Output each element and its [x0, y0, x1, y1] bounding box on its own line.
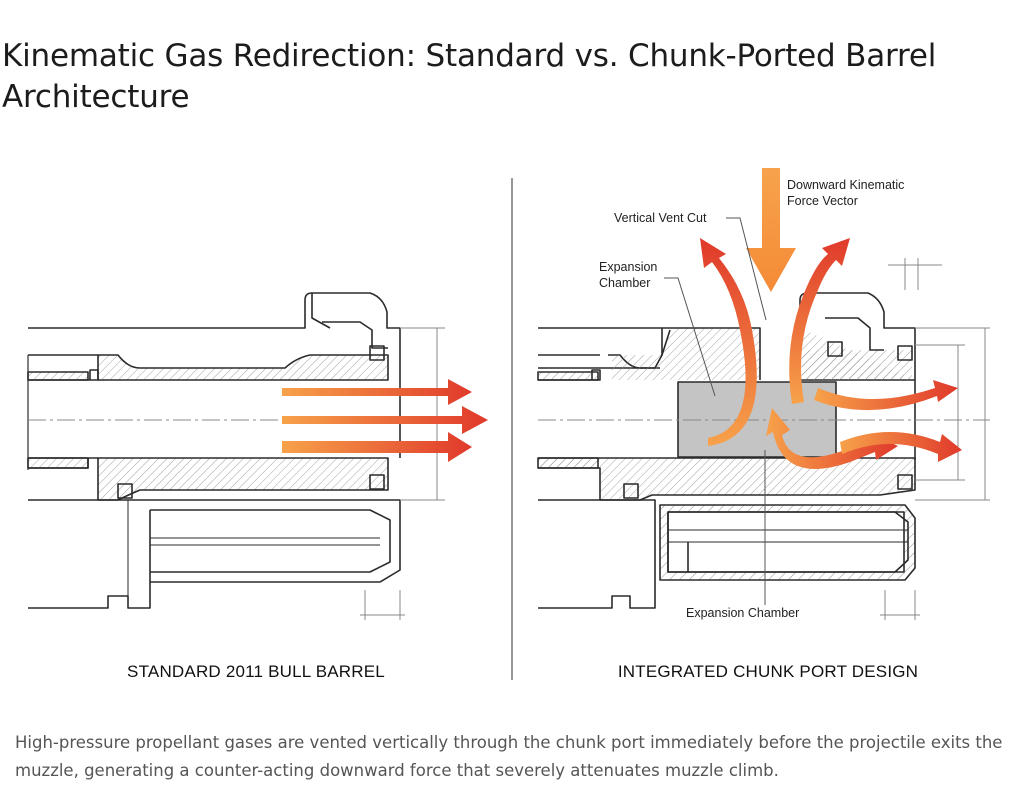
- expansion-chamber-top-label-line2: Chamber: [599, 276, 650, 290]
- chunk-port-dimensions: [538, 258, 990, 620]
- force-vector-label-line1: Downward Kinematic: [787, 178, 904, 192]
- figure-caption: High-pressure propellant gases are vente…: [15, 733, 1003, 780]
- force-vector-label-line2: Force Vector: [787, 194, 858, 208]
- standard-barrel-drawing: [27, 292, 401, 609]
- expansion-chamber-top-label-line1: Expansion: [599, 260, 657, 274]
- downward-force-arrow: [746, 168, 796, 292]
- page-title: Kinematic Gas Redirection: Standard vs. …: [2, 38, 937, 115]
- expansion-chamber-bottom-label: Expansion Chamber: [686, 606, 799, 620]
- chunk-port-caption: INTEGRATED CHUNK PORT DESIGN: [618, 662, 918, 681]
- standard-barrel-caption: STANDARD 2011 BULL BARREL: [127, 662, 385, 681]
- barrel-comparison-diagram: STANDARD 2011 BULL BARREL: [0, 150, 1024, 710]
- chunk-port-gas-arrows: [700, 168, 962, 469]
- label-leader-lines: [664, 217, 767, 605]
- vertical-vent-cut-label: Vertical Vent Cut: [614, 211, 707, 225]
- standard-barrel-gas-arrows: [282, 379, 488, 462]
